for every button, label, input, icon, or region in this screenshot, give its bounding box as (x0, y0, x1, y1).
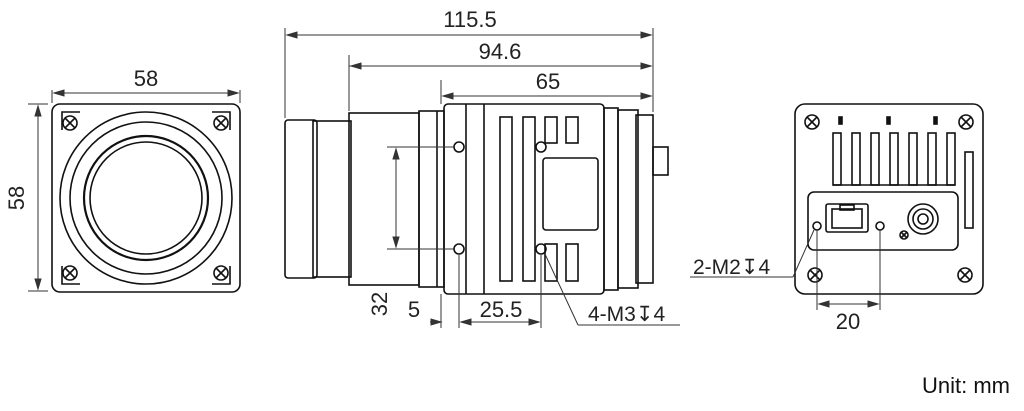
lens-mount-outer (59, 111, 233, 285)
total-length-label: 115.5 (443, 7, 496, 32)
screw-icon (957, 267, 973, 283)
mount-hole (535, 243, 547, 255)
hole-spacing-label: 32 (367, 292, 392, 316)
screw-icon (62, 265, 78, 281)
front-view (28, 89, 241, 293)
front-width-dimension (51, 89, 241, 103)
screw-icon (899, 230, 909, 240)
front-height-dimension (28, 103, 48, 292)
mount-hole (453, 141, 465, 153)
side-dimensions (284, 28, 680, 328)
offset-label: 5 (408, 297, 420, 322)
lens-front (284, 119, 318, 279)
body-length-label: 94.6 (479, 39, 522, 64)
front-body-outline (51, 103, 241, 293)
mount-hole (875, 221, 885, 231)
screw-icon (958, 114, 974, 130)
screw-icon (62, 115, 78, 131)
screw-icon (804, 114, 820, 130)
rear-hole-callout: 2-M2↧4 (693, 256, 770, 279)
screw-icon (213, 265, 229, 281)
lens-barrel (348, 112, 420, 286)
mount-hole (812, 221, 822, 231)
rear-dimensions (690, 229, 881, 310)
side-view (284, 103, 669, 295)
housing-length-label: 65 (536, 69, 560, 94)
front-width-label: 58 (134, 66, 158, 91)
front-height-label: 58 (4, 186, 29, 210)
connector-panel (807, 191, 959, 251)
lens-mount-ring (69, 121, 223, 275)
rear-hole-spacing-label: 20 (836, 309, 860, 334)
screw-icon (807, 267, 823, 283)
mount-hole (453, 243, 465, 255)
rear-body-outline (794, 103, 984, 295)
sensor-opening (89, 141, 203, 255)
hole-position-label: 25.5 (480, 297, 523, 322)
rear-connector-stub (652, 146, 669, 176)
side-hole-callout: 4-M3↧4 (588, 303, 665, 326)
screw-icon (213, 115, 229, 131)
unit-label: Unit: mm (922, 373, 1010, 398)
ethernet-port-icon (825, 203, 869, 233)
lens-mount-inner (82, 134, 210, 262)
mount-hole (535, 141, 547, 153)
io-connector-icon (907, 203, 939, 235)
side-label-plate (542, 157, 599, 231)
camera-housing (443, 103, 605, 295)
rear-view (794, 103, 984, 295)
